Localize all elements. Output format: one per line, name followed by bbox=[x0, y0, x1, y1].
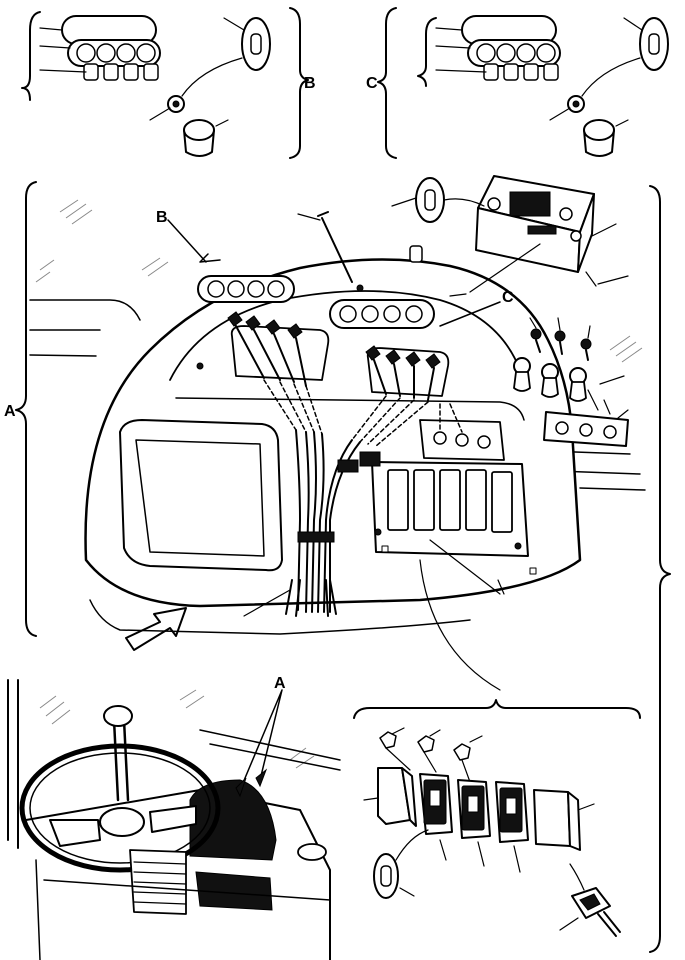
callout-a-label: A bbox=[274, 675, 286, 692]
left-connector-group bbox=[227, 311, 307, 387]
rocker-switch-detail bbox=[353, 699, 641, 937]
main-view-a-dashboard bbox=[15, 175, 671, 953]
view-a-label: A bbox=[4, 403, 16, 420]
wire-harness bbox=[263, 379, 463, 617]
callout-c-label: C bbox=[502, 289, 514, 306]
cab-steering-wheel-view bbox=[7, 679, 341, 960]
relay-box bbox=[391, 175, 629, 297]
detail-c-switch-assembly bbox=[377, 7, 669, 159]
window-glass-hatching bbox=[35, 199, 643, 363]
view-c-label: C bbox=[366, 75, 378, 92]
view-b-label: B bbox=[304, 75, 316, 92]
right-connector-group bbox=[365, 345, 441, 401]
key-switch-group bbox=[513, 317, 629, 447]
detail-b-switch-assembly bbox=[21, 7, 309, 159]
callout-b-label: B bbox=[156, 209, 168, 226]
